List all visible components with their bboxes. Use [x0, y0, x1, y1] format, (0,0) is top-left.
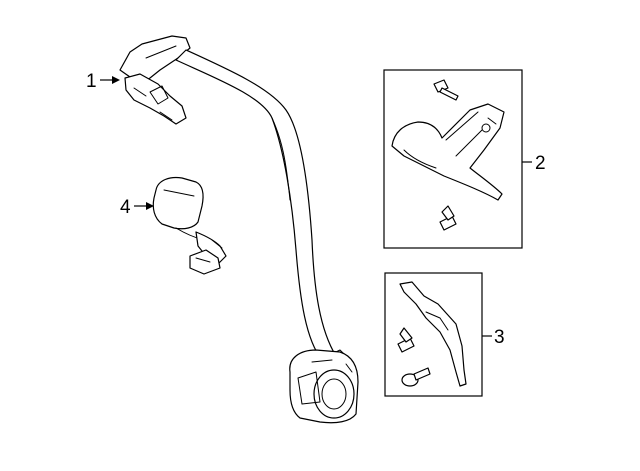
callout-label-1: 1 — [86, 71, 97, 92]
callout-label-2: 2 — [535, 153, 546, 174]
callout-leader-4 — [134, 202, 154, 210]
part-3-mounting-bracket[interactable] — [397, 281, 467, 387]
callout-leader-1 — [100, 76, 120, 84]
detail-box-2 — [383, 69, 523, 249]
belt-webbing — [175, 49, 355, 371]
callout-label-3: 3 — [494, 327, 505, 348]
detail-box-3 — [384, 272, 483, 397]
part-4-buckle[interactable] — [152, 176, 227, 275]
callout-label-4: 4 — [120, 197, 131, 218]
retractor-assembly[interactable] — [289, 349, 359, 424]
part-1-belt-guide[interactable] — [119, 35, 191, 125]
part-2-anchor-bracket[interactable] — [391, 79, 505, 231]
